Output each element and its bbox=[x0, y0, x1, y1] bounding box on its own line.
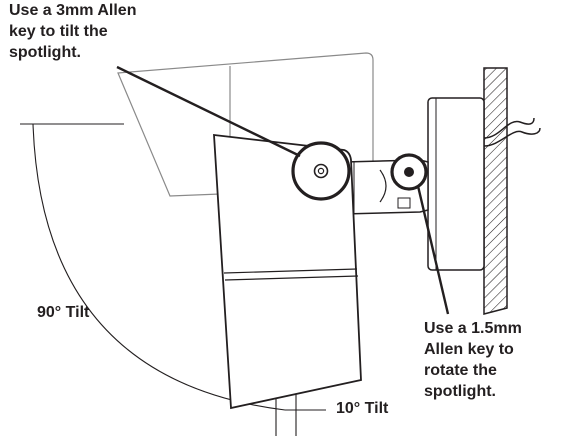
spotlight-head bbox=[213, 133, 362, 410]
cable-icon bbox=[483, 117, 535, 139]
tilt-tool-line-3: spotlight. bbox=[9, 44, 81, 61]
wall-hatch-icon bbox=[483, 67, 508, 315]
rotate-tool-line-2: Allen key to bbox=[424, 341, 514, 358]
tilt-max-label: 90° Tilt bbox=[37, 304, 90, 321]
tilt-tool-label: Use a 3mm Allen key to tilt the spotligh… bbox=[9, 0, 136, 63]
wall-mount-base bbox=[427, 97, 485, 271]
rotate-tool-line-4: spotlight. bbox=[424, 383, 496, 400]
rotate-tool-line-1: Use a 1.5mm bbox=[424, 320, 522, 337]
rotate-leader-line bbox=[416, 185, 450, 315]
tilt-min-label: 10° Tilt bbox=[336, 400, 389, 417]
cable-lower-line bbox=[483, 127, 541, 147]
allen-screw-icon bbox=[291, 141, 351, 201]
tilt-tool-line-1: Use a 3mm Allen bbox=[9, 2, 137, 19]
rotate-screw-icon bbox=[390, 153, 428, 191]
rotate-tool-label: Use a 1.5mm Allen key to rotate the spot… bbox=[424, 318, 522, 402]
rotate-tool-line-3: rotate the bbox=[424, 362, 497, 379]
tilt-leader-line bbox=[116, 65, 301, 158]
tilt-tool-line-2: key to tilt the bbox=[9, 23, 108, 40]
